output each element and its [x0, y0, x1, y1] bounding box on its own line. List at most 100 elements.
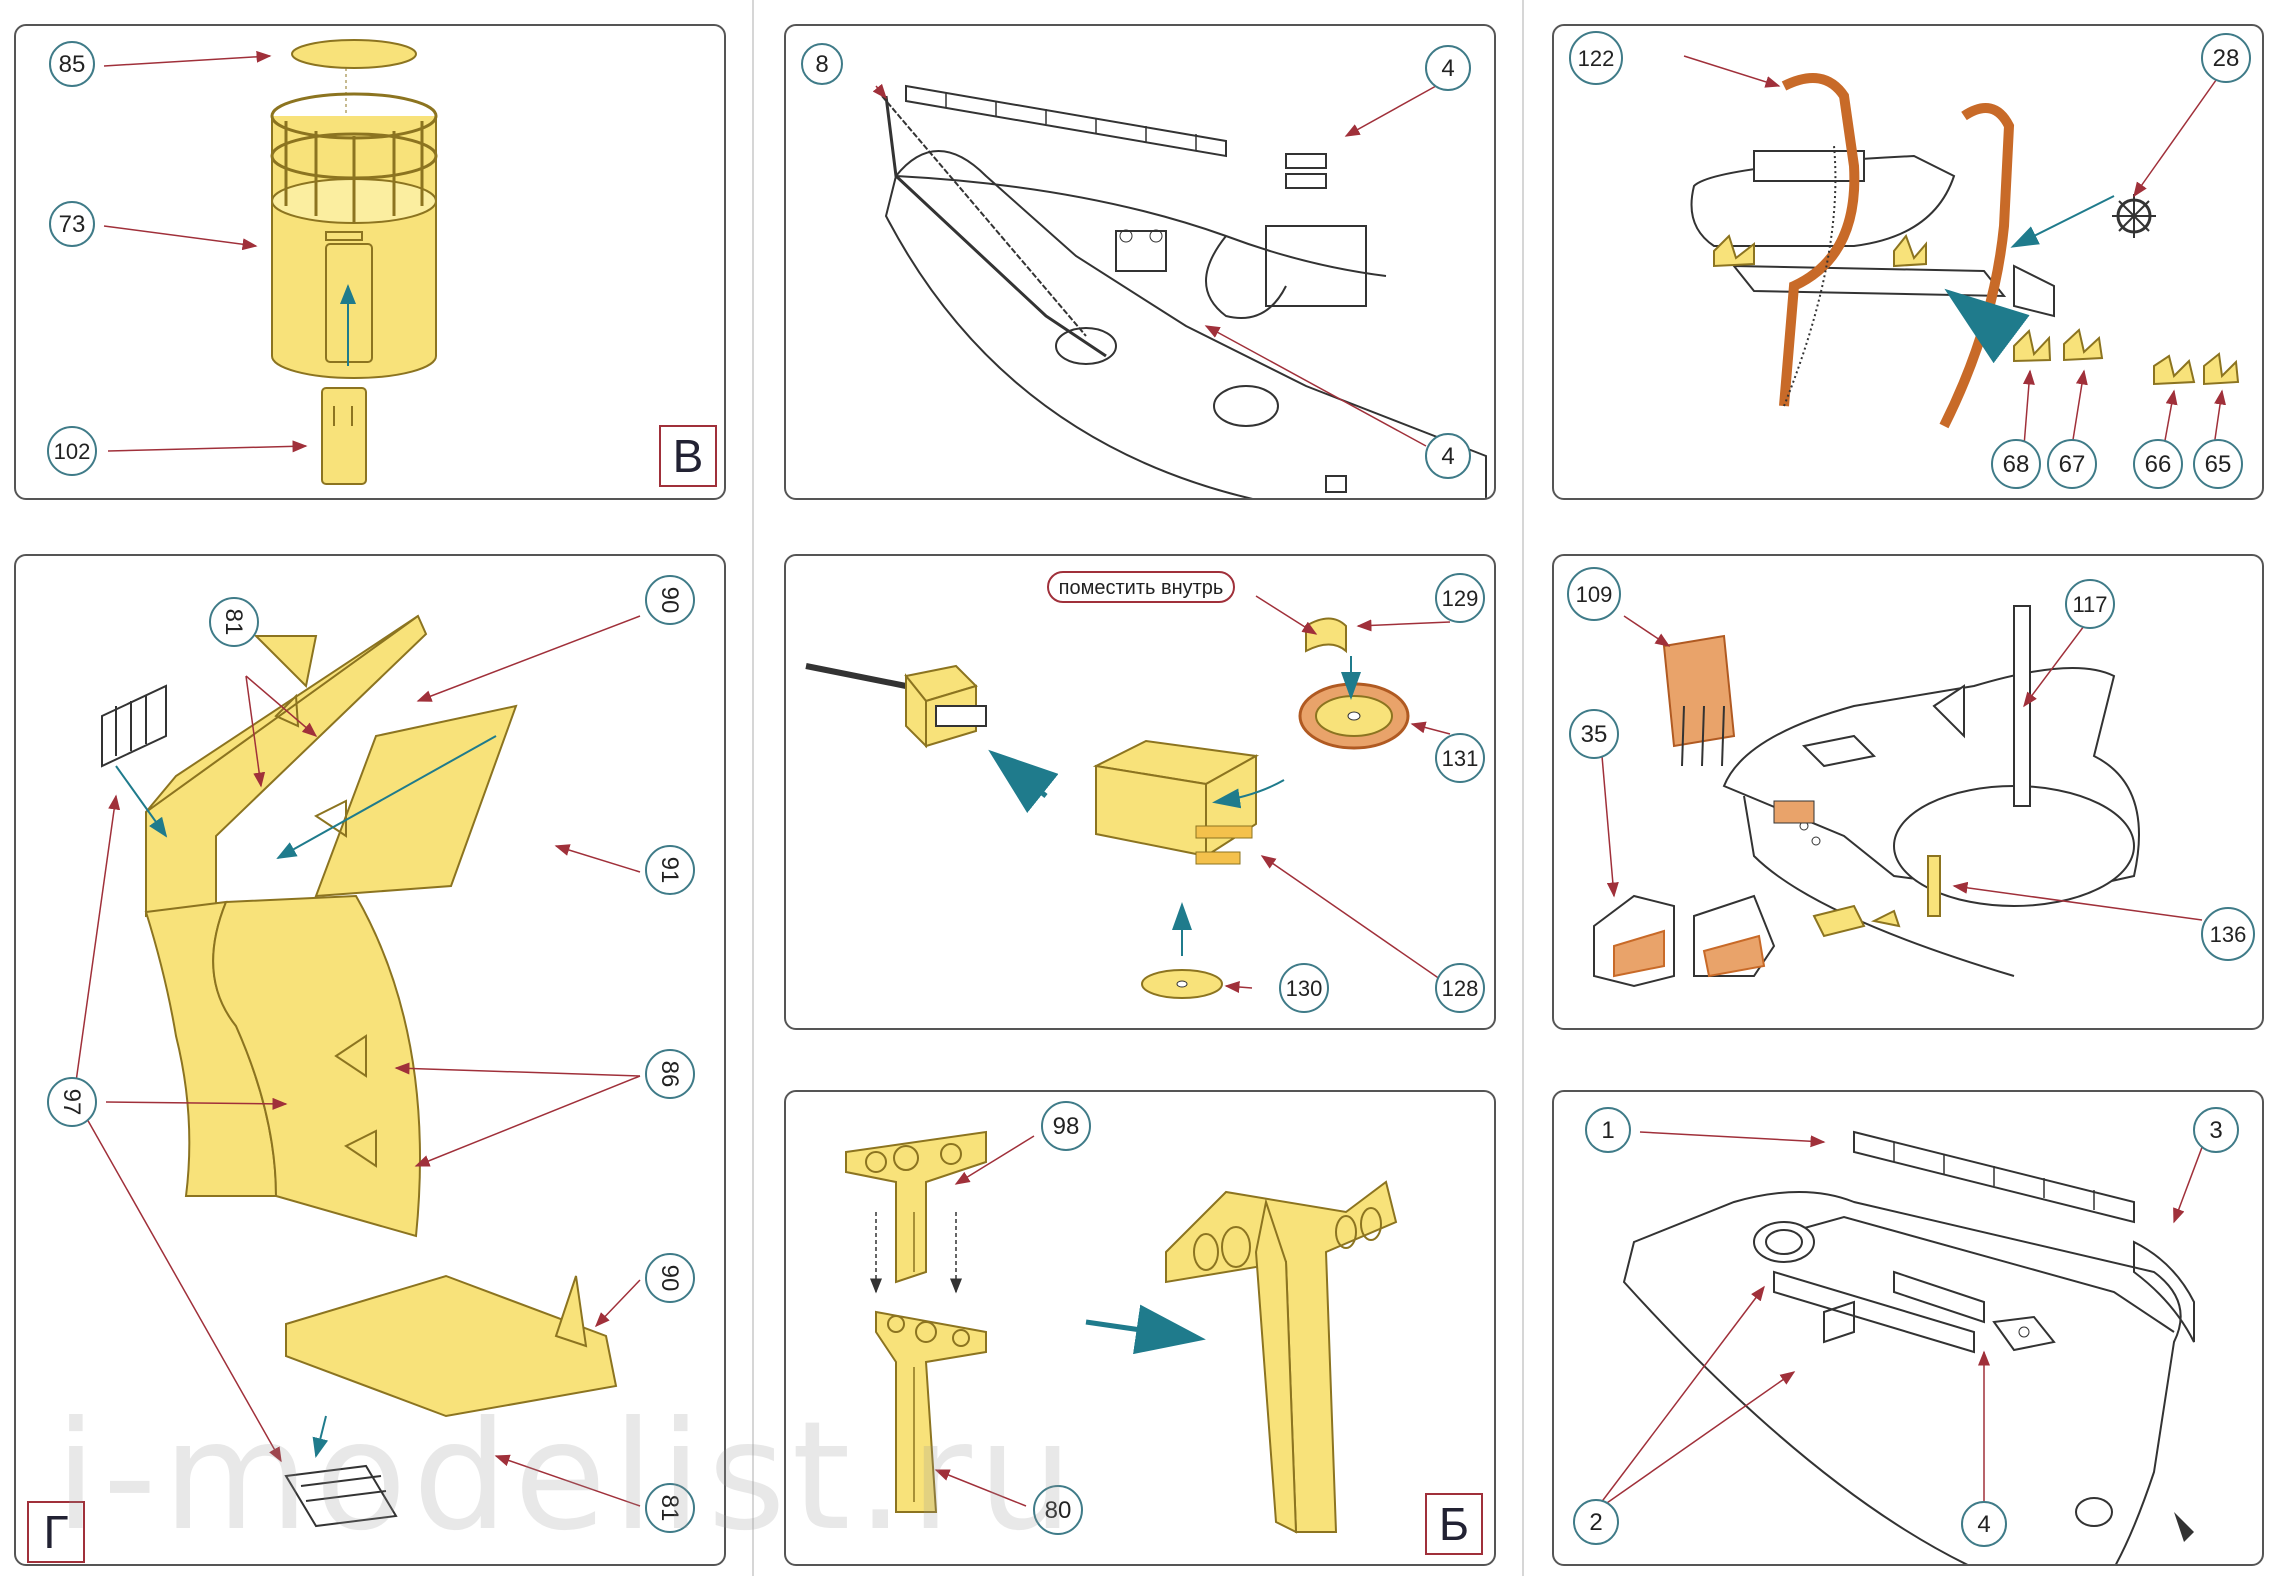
step-letter-box	[659, 425, 717, 487]
svg-text:73: 73	[59, 211, 86, 238]
callout-81: 81	[209, 597, 259, 647]
panel-g-drawing: 90 81 91 97 86 90 81 Г	[27, 575, 695, 1563]
part-90-base	[285, 1274, 618, 1418]
railing-top	[1853, 1130, 2135, 1224]
railing-bow	[2133, 1240, 2195, 1343]
svg-text:8: 8	[815, 51, 828, 78]
callout-65: 65	[2193, 439, 2243, 489]
callout-4: 4	[1961, 1501, 2007, 1547]
part-86	[212, 894, 421, 1238]
callout-66: 66	[2133, 439, 2183, 489]
svg-text:28: 28	[2213, 45, 2240, 72]
watermark: i-modelist.ru	[55, 1390, 1079, 1564]
callout-109: 109	[1567, 567, 1621, 621]
panel-bow-railings: 8 4 4	[784, 24, 1496, 500]
svg-text:80: 80	[1045, 1497, 1072, 1524]
callout-4-b: 4	[1425, 433, 1471, 479]
svg-text:98: 98	[1053, 1113, 1080, 1140]
callout-4: 4	[1425, 45, 1471, 91]
step-letter: Б	[1439, 1498, 1469, 1550]
part-67	[2063, 328, 2104, 362]
svg-text:131: 131	[1442, 746, 1479, 771]
hull-bow	[884, 150, 1487, 498]
svg-text:4: 4	[1441, 443, 1454, 470]
svg-text:35: 35	[1581, 721, 1608, 748]
panel-gun-drawing: поместить внутрь 129 131 130 128	[805, 571, 1485, 1013]
callout-28: 28	[2201, 33, 2251, 83]
fold-line	[752, 0, 754, 1576]
panel-bow-deck-drawing: 1 3 2 4	[1573, 1107, 2239, 1564]
part-80	[875, 1310, 987, 1513]
svg-text:129: 129	[1442, 586, 1479, 611]
panel-deckhouse: 109 117 35 136	[1552, 554, 2264, 1030]
panel-boat-davits: 122 28 68 67 66 65	[1552, 24, 2264, 500]
callout-117: 117	[2065, 579, 2115, 629]
svg-text:90: 90	[656, 587, 683, 614]
callout-2: 2	[1573, 1499, 1619, 1545]
panel-bow-drawing: 8 4 4	[801, 43, 1487, 498]
callout-97: 97	[47, 1077, 97, 1127]
part-102-door	[321, 387, 367, 485]
callout-90-b: 90	[645, 1253, 695, 1303]
callout-122: 122	[1569, 31, 1623, 85]
gun-assembly	[904, 664, 987, 749]
part-98	[845, 1130, 987, 1284]
svg-text:3: 3	[2209, 1117, 2222, 1144]
svg-text:130: 130	[1286, 976, 1323, 1001]
hull-deck	[1622, 1191, 2182, 1564]
part-68	[2013, 328, 2052, 363]
callout-3: 3	[2193, 1107, 2239, 1153]
part-28-wheel	[2112, 194, 2156, 238]
svg-text:4: 4	[1977, 1511, 1990, 1538]
svg-text:128: 128	[1442, 976, 1479, 1001]
callout-8: 8	[801, 43, 843, 85]
svg-text:65: 65	[2205, 451, 2232, 478]
svg-text:90: 90	[656, 1265, 683, 1292]
callout-81-b: 81	[645, 1483, 695, 1533]
callout-68: 68	[1991, 439, 2041, 489]
svg-text:86: 86	[656, 1061, 683, 1088]
davit-left	[1779, 73, 1860, 407]
part-129	[1305, 617, 1347, 654]
svg-text:117: 117	[2072, 592, 2107, 617]
step-letter-box	[1425, 1493, 1483, 1555]
panel-davits-drawing: 122 28 68 67 66 65	[1569, 31, 2251, 489]
callout-73: 73	[49, 201, 95, 247]
svg-text:66: 66	[2145, 451, 2172, 478]
part-97-ladder-top	[101, 684, 167, 768]
callout-1: 1	[1585, 1107, 1631, 1153]
callout-131: 131	[1435, 733, 1485, 783]
callout-136: 136	[2201, 907, 2255, 961]
part-35	[1593, 894, 1776, 988]
callout-128: 128	[1435, 963, 1485, 1013]
callout-67: 67	[2047, 439, 2097, 489]
callout-91: 91	[645, 845, 695, 895]
svg-text:67: 67	[2059, 451, 2086, 478]
callout-85: 85	[49, 41, 95, 87]
part-65	[2203, 352, 2240, 386]
panel-b-drawing: 85 73 102 B	[47, 39, 717, 487]
note-box	[1047, 571, 1235, 603]
part-136	[1927, 855, 1941, 917]
mast	[2013, 605, 2031, 807]
svg-text:81: 81	[656, 1495, 683, 1522]
davit-right	[1939, 103, 2015, 429]
callout-130: 130	[1279, 963, 1329, 1013]
svg-text:97: 97	[58, 1089, 85, 1116]
svg-text:102: 102	[54, 439, 91, 464]
step-letter: B	[673, 430, 704, 482]
assembled-frame	[1165, 1180, 1398, 1534]
svg-text:68: 68	[2003, 451, 2030, 478]
part-109	[1662, 634, 1736, 748]
part-66	[2153, 354, 2196, 386]
callout-129: 129	[1435, 573, 1485, 623]
part-97-ladder-bottom	[284, 1464, 398, 1528]
fold-line	[1522, 0, 1524, 1576]
note-place-inside: поместить внутрь	[1059, 577, 1224, 599]
callout-80: 80	[1033, 1485, 1083, 1535]
railing-top	[905, 84, 1227, 158]
callout-98: 98	[1041, 1101, 1091, 1151]
svg-text:91: 91	[656, 857, 683, 884]
panel-b-mast-frame: 98 80 Б	[784, 1090, 1496, 1566]
svg-text:81: 81	[220, 609, 247, 636]
